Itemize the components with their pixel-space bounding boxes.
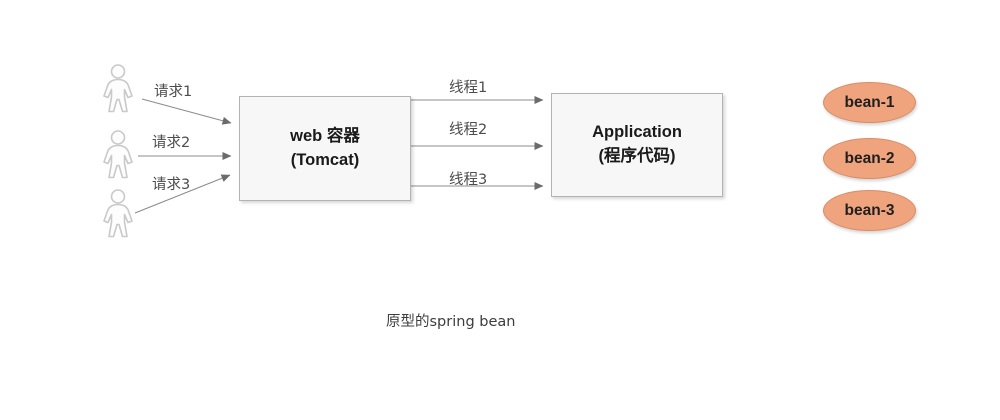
person-icon <box>103 189 133 238</box>
application-subtitle: (程序代码) <box>598 147 676 165</box>
request-label-3: 请求3 <box>152 177 191 193</box>
bean-node-2[interactable]: bean-2 <box>823 138 916 179</box>
bean-label-1: bean-1 <box>844 93 895 111</box>
bean-node-3[interactable]: bean-3 <box>823 190 916 231</box>
web-container-title: web 容器 <box>290 126 360 145</box>
diagram-caption: 原型的spring bean <box>386 314 516 330</box>
web-container-node[interactable]: web 容器 (Tomcat) <box>239 96 411 201</box>
request-label-2: 请求2 <box>152 135 191 151</box>
bean-label-3: bean-3 <box>844 201 895 219</box>
request-arrow-3 <box>134 174 231 214</box>
application-title: Application <box>592 123 682 142</box>
person-icon <box>103 64 133 113</box>
thread-label-3: 线程3 <box>449 172 488 188</box>
request-label-1: 请求1 <box>154 84 193 100</box>
application-node[interactable]: Application (程序代码) <box>551 93 723 197</box>
bean-label-2: bean-2 <box>844 149 895 167</box>
request-arrow-1 <box>141 98 232 125</box>
thread-label-1: 线程1 <box>449 80 488 96</box>
thread-label-2: 线程2 <box>449 122 488 138</box>
person-icon <box>103 130 133 179</box>
web-container-subtitle: (Tomcat) <box>290 150 360 169</box>
bean-node-1[interactable]: bean-1 <box>823 82 916 123</box>
